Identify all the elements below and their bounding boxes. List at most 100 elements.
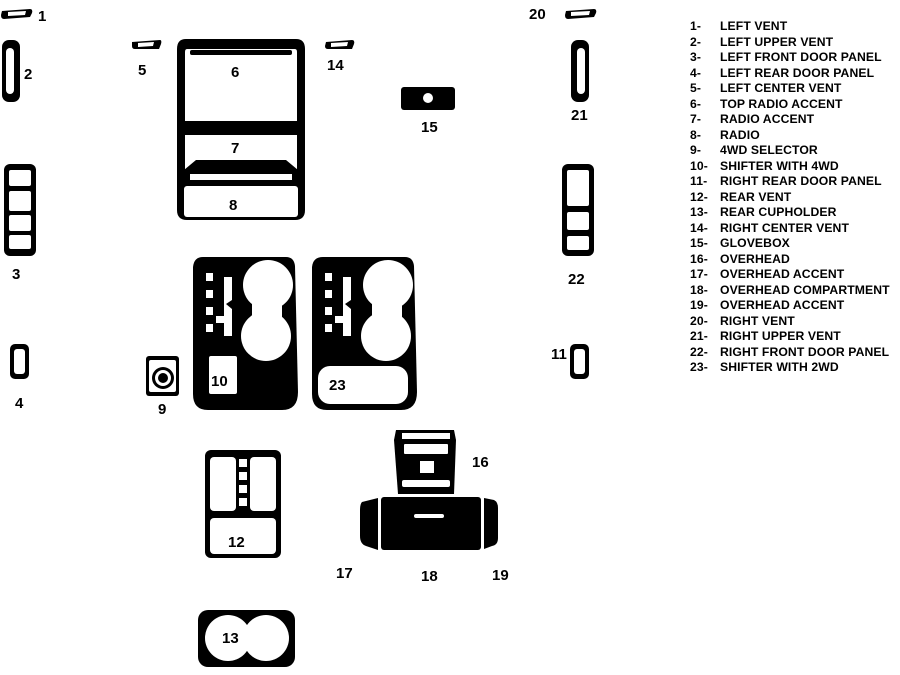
legend-number: 20- (690, 313, 708, 328)
callout-8: 8 (229, 197, 237, 214)
legend-number: 13- (690, 205, 708, 219)
piece-shifter-4wd (193, 257, 298, 410)
legend-number: 15- (690, 236, 708, 250)
callout-12: 12 (228, 534, 245, 551)
legend-label: OVERHEAD ACCENT (720, 298, 845, 312)
piece-right-rear-door-panel (570, 344, 589, 379)
piece-right-upper-vent (571, 40, 589, 102)
piece-rear-cupholder (198, 610, 295, 667)
legend-row: 18- OVERHEAD COMPARTMENT (690, 283, 900, 299)
legend-label: LEFT CENTER VENT (720, 81, 842, 95)
legend-number: 4- (690, 65, 702, 80)
legend-row: 11-RIGHT REAR DOOR PANEL (690, 174, 900, 190)
callout-11: 11 (551, 346, 567, 363)
legend-label: RADIO (720, 127, 760, 142)
legend-number: 6- (690, 96, 702, 111)
callout-22: 22 (568, 271, 585, 288)
legend-label: LEFT FRONT DOOR PANEL (720, 50, 882, 64)
piece-glovebox (401, 87, 455, 110)
legend-row: 3- LEFT FRONT DOOR PANEL (690, 50, 900, 66)
legend-label: REAR CUPHOLDER (720, 205, 837, 219)
legend-row: 16- OVERHEAD (690, 252, 900, 268)
piece-overhead-compartment (360, 497, 498, 550)
legend-label: LEFT UPPER VENT (720, 34, 834, 49)
legend-row: 2- LEFT UPPER VENT (690, 35, 900, 51)
legend-row: 14-RIGHT CENTER VENT (690, 221, 900, 237)
legend-row: 10- SHIFTER WITH 4WD (690, 159, 900, 175)
legend-row: 20-RIGHT VENT (690, 314, 900, 330)
piece-right-front-door-panel (562, 164, 594, 256)
piece-shifter-2wd (312, 257, 417, 410)
legend-number: 16- (690, 251, 708, 266)
legend-label: RADIO ACCENT (720, 112, 815, 126)
callout-20: 20 (529, 6, 546, 23)
legend-number: 9- (690, 143, 702, 157)
callout-21: 21 (571, 107, 588, 124)
legend-label: LEFT VENT (720, 19, 788, 33)
legend-number: 3- (690, 50, 702, 64)
legend-row: 21-RIGHT UPPER VENT (690, 329, 900, 345)
legend-row: 1- LEFT VENT (690, 19, 900, 35)
legend-row: 23- SHIFTER WITH 2WD (690, 360, 900, 376)
callout-6: 6 (231, 64, 239, 81)
legend-row: 7- RADIO ACCENT (690, 112, 900, 128)
legend-number: 17- (690, 267, 708, 281)
legend-number: 2- (690, 34, 702, 49)
legend-label: SHIFTER WITH 2WD (720, 360, 839, 374)
piece-radio-bezel (177, 39, 305, 220)
piece-overhead (394, 430, 456, 494)
legend-label: REAR VENT (720, 189, 792, 204)
legend-label: OVERHEAD ACCENT (720, 267, 845, 281)
callout-23: 23 (329, 377, 346, 394)
piece-left-upper-vent (2, 40, 20, 102)
callout-18: 18 (421, 568, 438, 585)
legend-label: OVERHEAD (720, 251, 790, 266)
callout-3: 3 (12, 266, 20, 283)
piece-right-vent (565, 9, 597, 19)
piece-left-rear-door-panel (10, 344, 29, 379)
legend-row: 19- OVERHEAD ACCENT (690, 298, 900, 314)
legend-number: 18- (690, 282, 708, 297)
callout-13: 13 (222, 630, 239, 647)
callout-14: 14 (327, 57, 344, 74)
legend-row: 17- OVERHEAD ACCENT (690, 267, 900, 283)
legend-label: RIGHT CENTER VENT (720, 220, 849, 235)
legend-number: 23- (690, 360, 708, 374)
legend-row: 15- GLOVEBOX (690, 236, 900, 252)
legend-number: 5- (690, 81, 702, 95)
callout-4: 4 (15, 395, 24, 412)
piece-left-vent (1, 9, 33, 19)
legend-row: 9- 4WD SELECTOR (690, 143, 900, 159)
legend-label: 4WD SELECTOR (720, 143, 818, 157)
callout-2: 2 (24, 66, 32, 83)
legend-number: 1- (690, 19, 702, 33)
legend-label: LEFT REAR DOOR PANEL (720, 65, 875, 80)
legend-row: 5- LEFT CENTER VENT (690, 81, 900, 97)
callout-7: 7 (231, 140, 239, 157)
legend-row: 8-RADIO (690, 128, 900, 144)
callout-9: 9 (158, 401, 166, 418)
parts-legend: 1- LEFT VENT 2- LEFT UPPER VENT 3- LEFT FRONT… (690, 19, 900, 376)
legend-row: 22- RIGHT FRONT DOOR PANEL (690, 345, 900, 361)
legend-label: RIGHT FRONT DOOR PANEL (720, 344, 890, 359)
legend-label: SHIFTER WITH 4WD (720, 158, 839, 173)
piece-rear-vent (205, 450, 281, 558)
legend-label: OVERHEAD COMPARTMENT (720, 282, 890, 297)
legend-label: RIGHT REAR DOOR PANEL (720, 174, 882, 188)
piece-4wd-selector (146, 356, 179, 396)
legend-number: 22- (690, 344, 708, 359)
legend-label: RIGHT UPPER VENT (720, 329, 841, 343)
legend-number: 10- (690, 158, 708, 173)
legend-number: 12- (690, 189, 708, 204)
callout-10: 10 (211, 373, 228, 390)
legend-row: 12- REAR VENT (690, 190, 900, 206)
legend-row: 6- TOP RADIO ACCENT (690, 97, 900, 113)
callout-19: 19 (492, 567, 509, 584)
legend-number: 19- (690, 298, 708, 312)
legend-label: TOP RADIO ACCENT (720, 96, 843, 111)
legend-number: 7- (690, 112, 702, 126)
callout-1: 1 (38, 8, 46, 25)
piece-left-center-vent (132, 40, 162, 49)
legend-label: GLOVEBOX (720, 236, 790, 250)
